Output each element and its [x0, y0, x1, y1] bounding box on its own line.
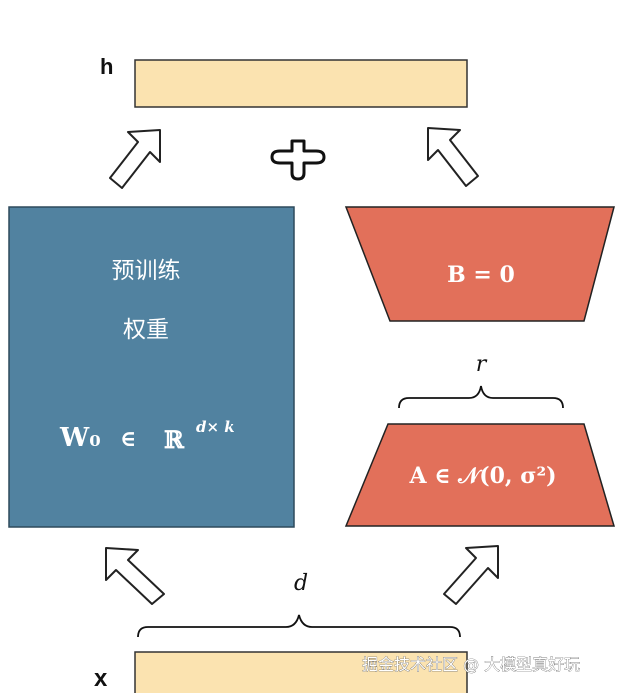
plus-icon	[270, 139, 326, 181]
pretrained-formula-main: W₀	[59, 423, 101, 453]
arrow-right-up	[427, 127, 479, 187]
b-matrix-formula: B = 0	[447, 262, 515, 288]
pretrained-weights-block	[8, 206, 295, 528]
label-d: d	[294, 571, 308, 596]
pretrained-formula-in: ∈	[120, 426, 136, 452]
pretrained-formula-sup: d× k	[196, 418, 235, 436]
b-matrix-block	[344, 206, 615, 322]
input-bar	[134, 651, 468, 693]
label-r: r	[476, 352, 488, 377]
label-h: h	[100, 54, 113, 79]
r-brace	[398, 385, 564, 409]
a-matrix-block	[344, 423, 616, 527]
arrow-bottom-left-up	[105, 547, 165, 605]
output-bar	[134, 59, 468, 108]
arrow-left-up	[109, 129, 161, 189]
pretrained-formula-space: ℝ	[164, 425, 185, 454]
arrow-bottom-right-up	[443, 545, 499, 605]
d-brace	[137, 614, 461, 638]
pretrained-title-line2: 权重	[123, 317, 169, 343]
pretrained-title-line1: 预训练	[112, 258, 181, 284]
label-x: x	[94, 665, 108, 692]
a-matrix-formula: A ∈ 𝒩(0, σ²)	[408, 463, 556, 489]
watermark-text: 掘金技术社区 @ 大模型真好玩	[362, 655, 580, 674]
